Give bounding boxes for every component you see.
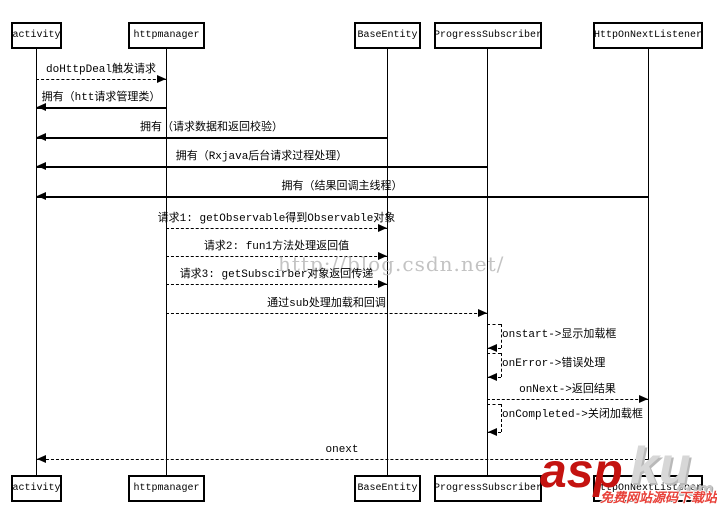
self-message-label-9: onstart->显示加载框 — [502, 329, 617, 341]
message-label-2: 拥有（请求数据和返回校验） — [140, 122, 283, 134]
aspku-asp-text: asp — [540, 445, 623, 498]
message-line-1 — [36, 107, 166, 109]
aspku-watermark: asp ku com 免费网站源码下载站! — [540, 440, 717, 511]
lifeline-BaseEntity — [387, 49, 388, 475]
self-message-arrowhead-10 — [488, 373, 497, 381]
message-line-2 — [36, 137, 387, 139]
aspku-ku-text: ku — [630, 437, 691, 495]
message-arrowhead-6 — [378, 252, 387, 260]
message-arrowhead-11 — [639, 395, 648, 403]
lifeline-activity — [36, 49, 37, 475]
message-arrowhead-2 — [37, 133, 46, 141]
participant-box-bottom-HttpOnNextListener: HttpOnNextListener — [593, 475, 703, 502]
message-label-8: 通过sub处理加载和回调 — [267, 298, 386, 310]
participant-box-bottom-ProgressSubscriber: ProgressSubscriber — [434, 475, 542, 502]
message-line-8 — [166, 313, 487, 314]
message-arrowhead-13 — [37, 455, 46, 463]
message-line-0 — [36, 79, 166, 80]
csdn-watermark: http://blog.csdn.net/ — [278, 252, 505, 276]
message-line-13 — [36, 459, 648, 460]
message-line-7 — [166, 284, 387, 285]
participant-box-top-BaseEntity: BaseEntity — [354, 22, 421, 49]
message-label-5: 请求1: getObservable得到Observable对象 — [157, 213, 396, 225]
self-message-side-9 — [501, 324, 502, 348]
message-label-7: 请求3: getSubscirber对象返回传递 — [179, 269, 374, 281]
message-arrowhead-5 — [378, 224, 387, 232]
message-label-3: 拥有（Rxjava后台请求过程处理） — [175, 151, 348, 163]
message-arrowhead-7 — [378, 280, 387, 288]
self-message-top-10 — [487, 353, 501, 354]
self-message-side-10 — [501, 353, 502, 377]
participant-box-top-activity: activity — [11, 22, 62, 49]
participant-box-top-httpmanager: httpmanager — [128, 22, 205, 49]
lifeline-ProgressSubscriber — [487, 49, 488, 475]
message-label-6: 请求2: fun1方法处理返回值 — [203, 241, 350, 253]
self-message-top-12 — [487, 404, 501, 405]
self-message-arrowhead-12 — [488, 428, 497, 436]
message-arrowhead-0 — [157, 75, 166, 83]
self-message-top-9 — [487, 324, 501, 325]
message-label-13: onext — [325, 444, 359, 456]
lifeline-httpmanager — [166, 49, 167, 475]
message-line-5 — [166, 228, 387, 229]
message-arrowhead-3 — [37, 162, 46, 170]
message-line-6 — [166, 256, 387, 257]
message-label-4: 拥有（结果回调主线程） — [281, 181, 403, 193]
self-message-side-12 — [501, 404, 502, 432]
message-label-11: onNext->返回结果 — [519, 384, 616, 396]
participant-box-top-ProgressSubscriber: ProgressSubscriber — [434, 22, 542, 49]
participant-box-bottom-activity: activity — [11, 475, 62, 502]
self-message-label-10: onError->错误处理 — [502, 358, 606, 370]
aspku-com-text: com — [676, 479, 714, 499]
lifeline-HttpOnNextListener — [648, 49, 649, 475]
message-arrowhead-8 — [478, 309, 487, 317]
message-line-4 — [36, 196, 648, 198]
message-arrowhead-1 — [37, 103, 46, 111]
participant-box-bottom-httpmanager: httpmanager — [128, 475, 205, 502]
self-message-label-12: onCompleted->关闭加载框 — [502, 409, 643, 421]
message-label-0: doHttpDeal触发请求 — [45, 64, 157, 76]
self-message-arrowhead-9 — [488, 344, 497, 352]
message-label-1: 拥有（htt请求管理类） — [41, 92, 161, 104]
message-arrowhead-4 — [37, 192, 46, 200]
aspku-tagline-text: 免费网站源码下载站! — [600, 490, 717, 505]
message-line-3 — [36, 166, 487, 168]
participant-box-top-HttpOnNextListener: HttpOnNextListener — [593, 22, 703, 49]
message-line-11 — [487, 399, 648, 400]
participant-box-bottom-BaseEntity: BaseEntity — [354, 475, 421, 502]
